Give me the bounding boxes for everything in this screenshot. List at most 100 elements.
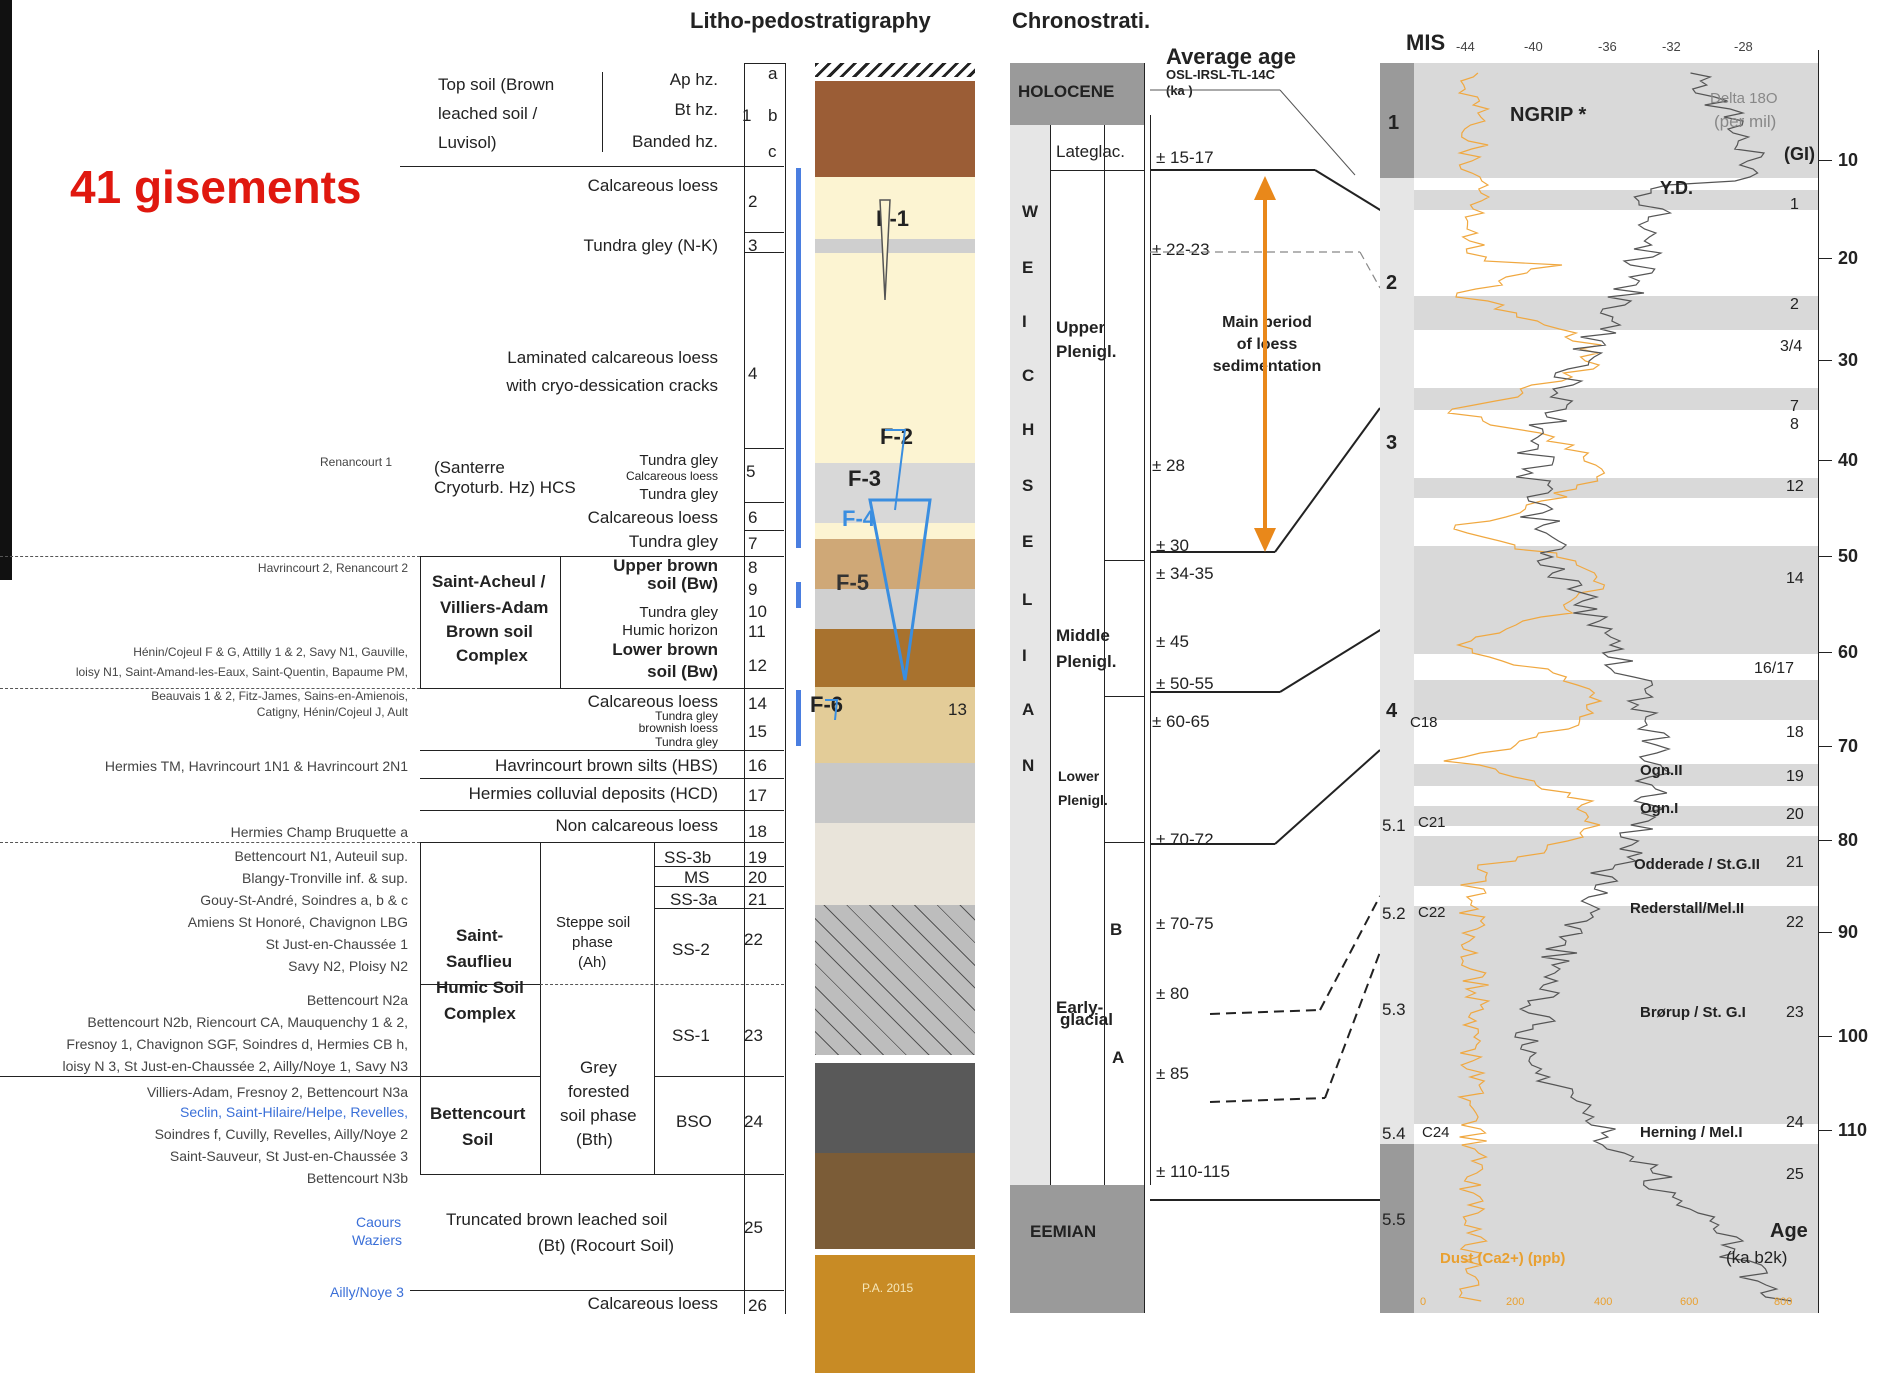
topsoil-label-3: Luvisol) <box>438 133 497 153</box>
unit-line <box>744 448 784 449</box>
age-tick-mark <box>1818 652 1832 653</box>
range-bar-g3 <box>796 690 801 746</box>
horizon-arrow <box>602 72 603 152</box>
holocene-label: HOLOCENE <box>1018 82 1114 102</box>
chrono-header: Chronostrati. <box>1012 8 1150 33</box>
ngrip-label: NGRIP * <box>1510 104 1586 127</box>
unit-11-number: 11 <box>748 622 766 642</box>
unit-line <box>654 886 784 887</box>
grey-2: forested <box>568 1082 629 1102</box>
age-tick-mark <box>1818 556 1832 557</box>
age-tick: 100 <box>1838 1026 1868 1047</box>
age-tick: 30 <box>1838 350 1858 371</box>
permil-label: (per mil) <box>1714 112 1776 132</box>
unit-16-label: Havrincourt brown silts (HBS) <box>420 756 718 776</box>
gi-label: 7 <box>1790 398 1799 416</box>
upper-plenigl-1: Upper <box>1056 318 1105 338</box>
age-tick: 70 <box>1838 736 1858 757</box>
unit-15-gley-2: Tundra gley <box>560 736 718 750</box>
delta-tick: -36 <box>1598 40 1617 55</box>
event-label: Rederstall/Mel.II <box>1630 900 1744 917</box>
age-tick-mark <box>1818 1036 1832 1037</box>
age-tick-mark <box>1818 746 1832 747</box>
unit-20-number: 20 <box>748 868 767 888</box>
complex-sa-1: Saint-Acheul / <box>432 572 545 592</box>
grey-3: soil phase <box>560 1106 637 1126</box>
gi-label: 16/17 <box>1754 660 1794 678</box>
unit-1-sub-b: b <box>768 106 777 126</box>
upper-plenigl-2: Plenigl. <box>1056 342 1116 362</box>
range-bar-g <box>796 168 801 548</box>
event-label: C21 <box>1418 814 1446 831</box>
dashed-boundary <box>0 556 420 557</box>
age-axis <box>1818 50 1819 1313</box>
site-hermies-champ: Hermies Champ Bruquette a <box>0 824 408 840</box>
bso-label: BSO <box>676 1112 712 1132</box>
ngrip-curves <box>1414 63 1818 1313</box>
author-mark: P.A. 2015 <box>862 1282 913 1296</box>
weichselian-letter: A <box>1022 700 1034 720</box>
lower-plenigl-1: Lower <box>1058 768 1099 784</box>
site-hermies-tm: Hermies TM, Havrincourt 1N1 & Havrincour… <box>0 758 408 774</box>
site-villiers-adam: Villiers-Adam, Fresnoy 2, Bettencourt N3… <box>0 1084 408 1100</box>
gi-label: 3/4 <box>1780 338 1802 356</box>
site-bettencourt-n1: Bettencourt N1, Auteuil sup. <box>0 848 408 864</box>
gi-label: 1 <box>1790 196 1799 214</box>
site-amiens: Amiens St Honoré, Chavignon LBG <box>0 914 408 930</box>
weichselian-letter: E <box>1022 532 1033 552</box>
ss2-label: SS-2 <box>672 940 710 960</box>
site-st-just-1: St Just-en-Chaussée 1 <box>0 936 408 952</box>
site-loisy-n3: loisy N 3, St Just-en-Chaussée 2, Ailly/… <box>0 1058 408 1074</box>
boundary-line <box>420 984 540 985</box>
age-tick: 110 <box>1838 1120 1867 1141</box>
age-unit-label: (ka b2k) <box>1726 1248 1787 1268</box>
age-tick-mark <box>1818 160 1832 161</box>
unit-line <box>744 252 784 253</box>
unit-4-label-1: Laminated calcareous loess <box>420 348 718 368</box>
unit-4-number: 4 <box>748 364 757 384</box>
unit-25-number: 25 <box>744 1218 763 1238</box>
site-gouy: Gouy-St-André, Soindres a, b & c <box>0 892 408 908</box>
bettencourt-soil-1: Bettencourt <box>430 1104 525 1124</box>
unit-16-number: 16 <box>748 756 767 776</box>
unit-7-label: Tundra gley <box>420 532 718 552</box>
boundary-line <box>0 1076 540 1077</box>
unit-17-number: 17 <box>748 786 767 806</box>
age-tick: 90 <box>1838 922 1858 943</box>
weichselian-band <box>1010 125 1050 1185</box>
complex-border <box>560 556 561 688</box>
unit-10-label: Tundra gley <box>560 604 718 621</box>
boundary-line <box>410 1290 784 1291</box>
banded-horizon: Banded hz. <box>600 132 718 152</box>
weichselian-letter: C <box>1022 366 1034 386</box>
ss3b-label: SS-3b <box>664 848 711 868</box>
santerre-label-2: Cryoturb. Hz) HCS <box>434 478 576 498</box>
complex-border <box>654 842 655 1174</box>
unit-line <box>744 232 784 233</box>
dust-label: Dust (Ca2+) (ppb) <box>1440 1250 1565 1267</box>
site-havrincourt-2: Havrincourt 2, Renancourt 2 <box>0 562 408 576</box>
steppe-3: (Ah) <box>578 954 606 971</box>
lateglac-label: Lateglac. <box>1056 142 1125 162</box>
steppe-2: phase <box>572 934 613 951</box>
unit-19-number: 19 <box>748 848 767 868</box>
gi-label: 18 <box>1786 724 1804 742</box>
mis-stage-1: 1 <box>1388 112 1399 135</box>
site-henin: Hénin/Cojeul F & G, Attilly 1 & 2, Savy … <box>0 646 408 660</box>
mis-stage-54: 5.4 <box>1382 1124 1406 1144</box>
unit-2-number: 2 <box>748 192 757 212</box>
age-tick: 40 <box>1838 450 1858 471</box>
site-saint-sauveur: Saint-Sauveur, St Just-en-Chaussée 3 <box>0 1148 408 1164</box>
mis-stage-55: 5.5 <box>1382 1210 1406 1230</box>
grey-1: Grey <box>580 1058 617 1078</box>
age-tick-mark <box>1818 360 1832 361</box>
boundary-line <box>420 1174 784 1175</box>
unit-12-label-2: soil (Bw) <box>560 662 718 682</box>
santerre-gley-2: Tundra gley <box>580 486 718 503</box>
gi-label: 20 <box>1786 806 1804 824</box>
dust-tick: 600 <box>1680 1296 1698 1309</box>
unit-15-brownish: brownish loess <box>560 722 718 736</box>
delta-label: Delta 18O <box>1710 90 1778 107</box>
mis-stage-2: 2 <box>1386 272 1397 295</box>
unit-5-number: 5 <box>746 462 755 482</box>
